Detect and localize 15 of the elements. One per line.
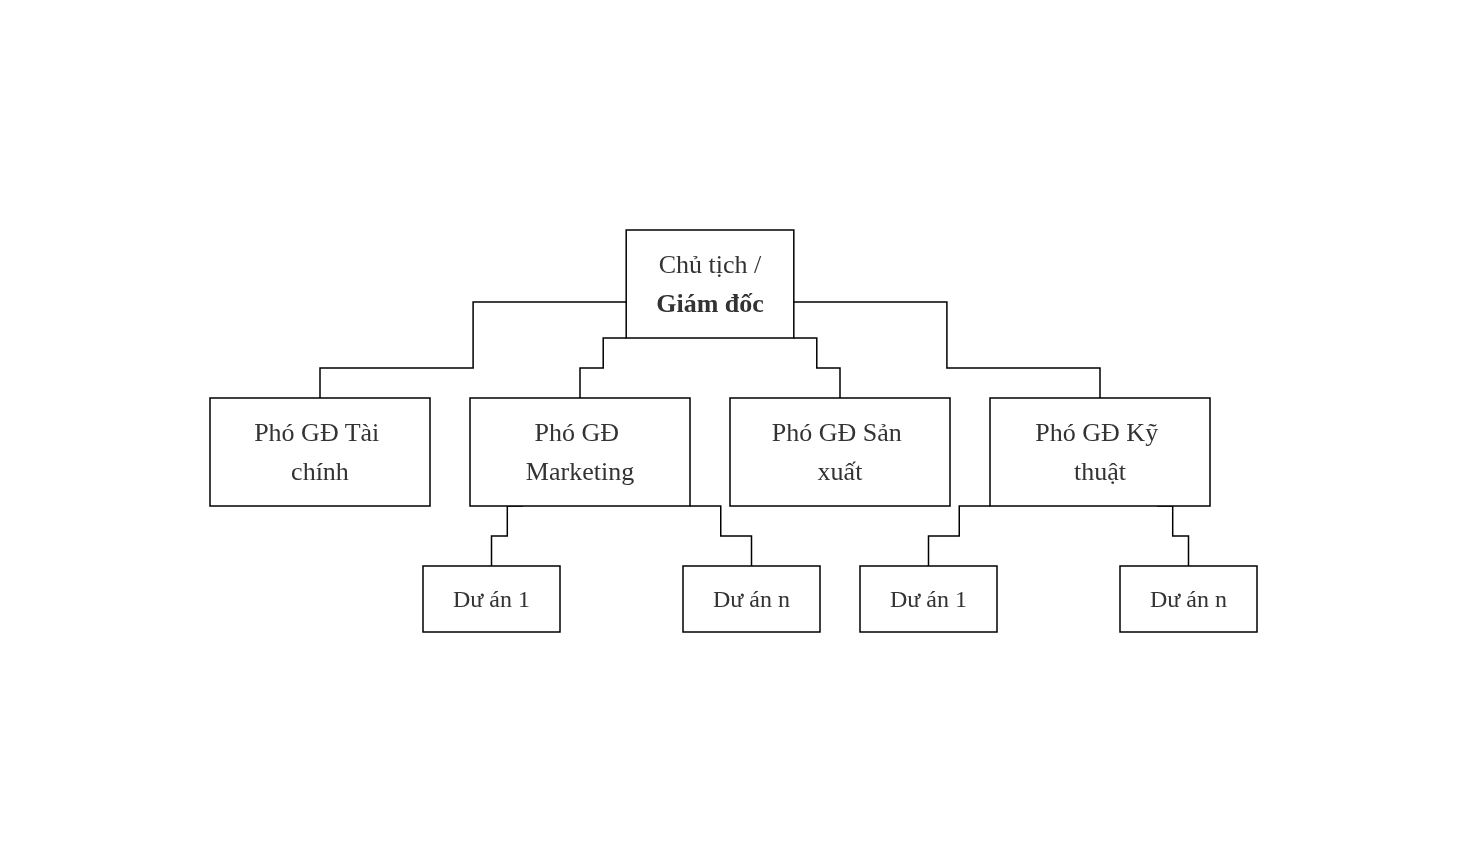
node-box: Chủ tịch / Giám đốc	[624, 229, 795, 339]
node-box: Dư án n	[1118, 565, 1258, 633]
connector	[688, 505, 752, 567]
connector	[792, 301, 1101, 399]
node-box: Dư án 1	[858, 565, 998, 633]
node-box: Phó GĐ Sản xuất	[728, 397, 951, 507]
node-box: Phó GĐ Tài chính	[208, 397, 431, 507]
node-box: Phó GĐ Kỹ thuật	[988, 397, 1211, 507]
connector	[792, 337, 841, 399]
connector	[318, 301, 627, 399]
connector	[578, 337, 627, 399]
node-box: Dư án 1	[421, 565, 561, 633]
connector	[927, 505, 991, 567]
node-box: Phó GĐ Marketing	[468, 397, 691, 507]
node-box: Dư án n	[681, 565, 821, 633]
